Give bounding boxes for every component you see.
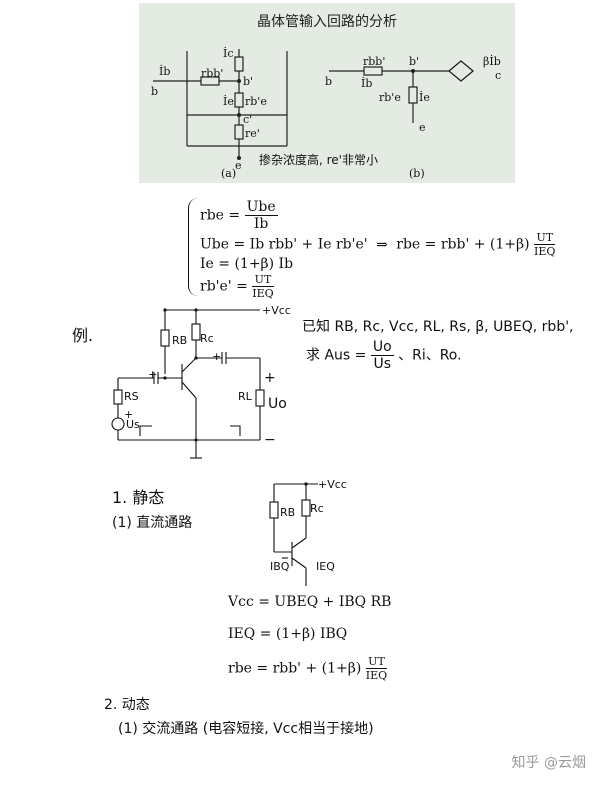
static-eq3-num: UT (365, 656, 388, 669)
ex-us: Us (126, 418, 140, 431)
fig-a-rbb: rbb' (201, 67, 224, 80)
fig-annotation: 掺杂浓度高, re'非常小 (259, 153, 378, 167)
fig-a-ie: İe (223, 95, 234, 108)
example-circuit-diagram (111, 308, 265, 459)
eq-rbe2-left: rb'e' = (200, 278, 248, 295)
dc-rb: RB (280, 506, 296, 519)
equation-brace (188, 198, 203, 296)
example-find-num: Uo (370, 339, 394, 356)
dc-ieq: IEQ (316, 560, 335, 573)
fig-b-ie: İe (419, 91, 430, 104)
fig-b-c: c (495, 69, 502, 82)
static-eq3-left: rbe = rbb' + (1+β) (228, 660, 362, 677)
fig-b-rbe: rb'e (379, 91, 401, 104)
ex-plus1: + (148, 368, 158, 381)
eq-ube-line: Ube = Ib rbb' + Ie rb'e' ⇒ rbe = rbb' + … (200, 232, 556, 258)
fig-a-ic: İc (223, 47, 234, 60)
ex-rc: Rc (200, 332, 214, 345)
eq-rbe2-den: IEQ (252, 287, 274, 300)
static-eq3-den: IEQ (365, 669, 388, 682)
dc-circuit-diagram (269, 482, 318, 586)
fig-a-ib: İb (159, 65, 171, 78)
dynamic-heading: 2. 动态 (104, 697, 150, 713)
eq-ube: Ube = Ib rbb' + Ie rb'e' (200, 236, 368, 253)
fig-a-b: b (151, 85, 159, 98)
ex-plus3: + (264, 370, 276, 386)
fig-b-e: e (419, 121, 426, 134)
eq-rbe2-num: UT (252, 274, 274, 287)
ex-vcc: +Vcc (262, 304, 291, 317)
fig-a-e: e (235, 159, 242, 172)
eq-frac-num: UT (534, 232, 556, 245)
example-label: 例. (72, 326, 94, 345)
example-known: 已知 RB, Rc, Vcc, RL, Rs, β, UBEQ, rbb', (302, 319, 574, 335)
static-eq2: IEQ = (1+β) IBQ (228, 626, 348, 642)
figure-title: 晶体管输入回路的分析 (257, 14, 397, 30)
dc-ibq: IBQ (270, 560, 290, 573)
watermark: 知乎 @云烟 (511, 755, 586, 771)
eq-rbe-left: rbe = (200, 207, 241, 224)
ex-rs: RS (124, 390, 139, 403)
transistor-input-figure: 晶体管输入回路的分析 (139, 3, 515, 183)
dc-vcc: +Vcc (318, 478, 347, 491)
ex-plus2: + (212, 350, 222, 363)
eq-rbe-num: Ube (244, 199, 278, 216)
fig-a-rbe: rb'e (245, 95, 267, 108)
static-heading: 1. 静态 (112, 488, 165, 507)
dc-rc: Rc (310, 502, 324, 515)
fig-label-a: (a) (221, 167, 237, 180)
ex-rl: RL (238, 390, 252, 403)
fig-b-bprime: b' (409, 55, 420, 68)
eq-rbe-den: Ib (253, 216, 269, 232)
ex-uo: Uo (268, 396, 287, 412)
eq-frac-den: IEQ (534, 245, 556, 258)
fig-a-cprime: c' (243, 113, 253, 126)
fig-b-beta-ib: βİb (483, 55, 501, 68)
dynamic-sub: (1) 交流通路 (电容短接, Vcc相当于接地) (118, 721, 374, 737)
fig-label-b: (b) (409, 167, 425, 180)
example-find-prefix: 求 Aus = (306, 347, 367, 364)
example-find-den: Us (373, 356, 391, 372)
ex-rb: RB (172, 334, 188, 347)
fig-a-bprime: b' (243, 75, 254, 88)
fig-b-b: b (325, 75, 333, 88)
eq-implies: ⇒ (376, 236, 388, 253)
static-eq1: Vcc = UBEQ + IBQ RB (228, 594, 392, 610)
fig-b-rbb: rbb' (363, 55, 386, 68)
example-find-suffix: 、Ri、Ro. (398, 347, 462, 364)
eq-ie-line: Ie = (1+β) Ib (200, 256, 294, 272)
eq-rbe-result: rbe = rbb' + (1+β) (396, 236, 530, 253)
ex-plus4: + (124, 408, 134, 421)
figure-circuit-diagram (153, 49, 474, 160)
ex-minus: − (264, 432, 276, 448)
fig-a-re: re' (245, 127, 260, 140)
static-sub: (1) 直流通路 (112, 515, 193, 531)
fig-b-ib: İb (361, 77, 373, 90)
